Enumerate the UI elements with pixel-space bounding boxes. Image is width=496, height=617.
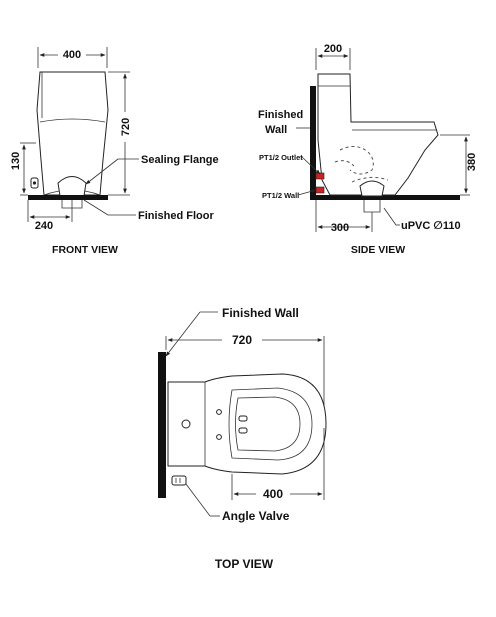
top-lower-dim: 400 [263,487,283,501]
front-width-dim: 400 [63,49,81,61]
top-toilet-body [167,373,327,486]
top-finished-wall-label: Finished Wall [222,306,299,320]
side-view-title: SIDE VIEW [351,244,405,256]
side-finished-floor [310,195,460,200]
front-toilet-body [30,71,109,209]
top-finished-wall [158,352,166,498]
side-toilet-body [315,73,439,213]
top-length-dim: 720 [232,333,252,347]
front-offset-dim: 130 [10,152,22,170]
front-finished-floor [28,195,108,200]
outlet-label: PT1/2 Outlet [259,153,303,162]
angle-valve-label: Angle Valve [222,509,290,523]
top-view: Finished Wall 720 [158,306,327,571]
front-view-title: FRONT VIEW [52,244,118,256]
side-finished-wall [310,86,316,200]
side-finished-wall-label-1: Finished [258,109,303,121]
finished-floor-label: Finished Floor [138,210,214,222]
sealing-flange-label: Sealing Flange [141,154,219,166]
wall-label: PT1/2 Wall [262,191,299,200]
front-bottom-dim: 240 [35,220,53,232]
front-view: 400 720 130 240 [10,47,219,256]
side-top-dim: 200 [324,43,342,55]
side-view: 200 Finished Wall PT1/2 Outlet [258,43,478,256]
front-height-dim: 720 [120,118,132,136]
side-finished-wall-label-2: Wall [265,124,287,136]
side-bottom-dim: 300 [331,222,349,234]
upvc-label: uPVC ∅110 [401,220,461,232]
side-height-dim: 380 [466,153,478,171]
top-view-title: TOP VIEW [215,557,274,571]
